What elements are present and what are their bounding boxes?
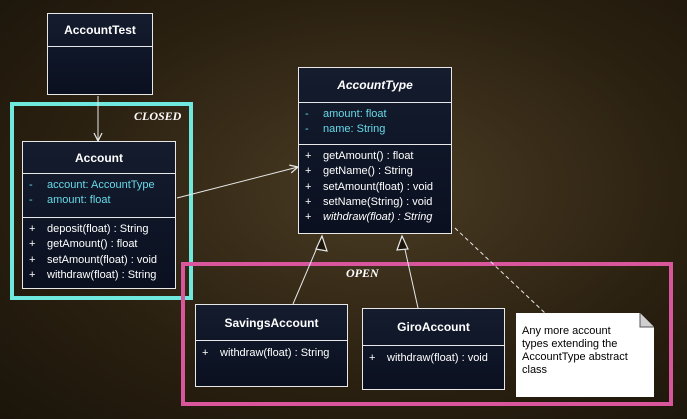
attribute-section: -amount: float -name: String — [299, 103, 451, 145]
operation-row: +getName() : String — [305, 165, 413, 178]
note-line: Any more account — [522, 325, 611, 337]
closed-frame — [10, 102, 193, 300]
operation-row: +withdraw(float) : void — [369, 352, 488, 364]
class-name: AccountTest — [48, 14, 152, 47]
operation-row: +getAmount() : float — [305, 150, 414, 162]
note-folded-corner — [639, 313, 654, 328]
closed-frame-label: CLOSED — [134, 109, 182, 123]
operation-row: +setAmount(float) : void — [29, 253, 158, 266]
operation-row: +deposit(float) : String — [29, 223, 149, 235]
association-account-accounttype — [176, 167, 298, 199]
attribute-section: -account: AccountType -amount: float — [23, 174, 175, 218]
open-frame — [181, 262, 673, 406]
operation-row: +withdraw(float) : String — [29, 268, 157, 281]
class-name: GiroAccount — [363, 309, 504, 346]
operation-row: +setName(String) : void — [305, 195, 433, 208]
class-savingsaccount[interactable]: SavingsAccount +withdraw(float) : String — [195, 304, 348, 387]
class-name: Account — [23, 142, 175, 174]
note-line: AccountType abstract — [522, 351, 628, 363]
operation-row: +getAmount() : float — [29, 238, 138, 251]
class-giroaccount[interactable]: GiroAccount +withdraw(float) : void — [362, 308, 505, 390]
note-line: class — [522, 364, 548, 376]
operation-section: +withdraw(float) : void — [363, 346, 504, 369]
class-accounttest[interactable]: AccountTest — [47, 13, 153, 95]
note-box: Any more account types extending the Acc… — [516, 313, 654, 397]
attribute-row: -amount: float — [29, 194, 111, 207]
class-account[interactable]: Account -account: AccountType -amount: f… — [22, 141, 176, 289]
class-name: SavingsAccount — [196, 305, 347, 341]
attribute-row: -name: String — [305, 123, 386, 136]
attribute-row: -amount: float — [305, 108, 387, 120]
operation-section: +withdraw(float) : String — [196, 341, 347, 364]
operation-row-abstract: +withdraw(float) : String — [305, 211, 433, 224]
operation-section: +deposit(float) : String +getAmount() : … — [23, 218, 175, 286]
generalization-arrowhead-savings — [315, 234, 328, 252]
note-anchor-line — [454, 227, 546, 314]
class-name: AccountType — [299, 68, 451, 103]
class-accounttype[interactable]: AccountType -amount: float -name: String… — [298, 67, 452, 234]
generalization-arrowhead-giro — [396, 234, 409, 251]
note-line: types extending the — [522, 338, 618, 350]
class-body — [48, 47, 152, 94]
operation-row: +setAmount(float) : void — [305, 180, 434, 193]
open-frame-label: OPEN — [346, 266, 379, 280]
attribute-row: -account: AccountType — [29, 179, 155, 191]
operation-section: +getAmount() : float +getName() : String… — [299, 145, 451, 228]
operation-row: +withdraw(float) : String — [202, 347, 330, 359]
